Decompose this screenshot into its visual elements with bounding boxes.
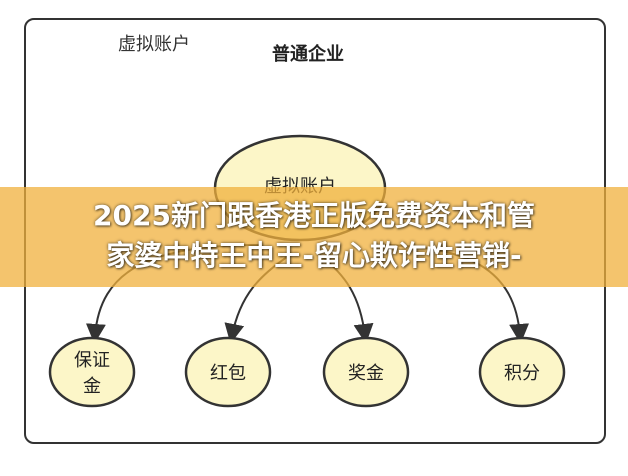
node-deposit-line1: 保证 [74, 350, 110, 371]
node-points [478, 336, 566, 408]
node-points-label: 积分 [504, 363, 540, 384]
node-redpacket [184, 336, 272, 408]
corner-label: 虚拟账户 [118, 34, 190, 55]
node-bonus-label: 奖金 [348, 363, 384, 384]
node-bonus [322, 336, 410, 408]
banner-line-1: 2025新门跟香港正版免费资本和管 [93, 199, 535, 232]
node-redpacket-label: 红包 [210, 363, 246, 384]
banner-line-2: 家婆中特王中王-留心欺诈性营销- [106, 239, 522, 272]
overlay-banner [0, 187, 628, 287]
node-deposit-line2: 金 [83, 376, 101, 397]
diagram-title: 普通企业 [272, 44, 344, 65]
overlay-banner-text: 2025新门跟香港正版免费资本和管 家婆中特王中王-留心欺诈性营销- [0, 196, 628, 276]
node-deposit [48, 336, 136, 408]
